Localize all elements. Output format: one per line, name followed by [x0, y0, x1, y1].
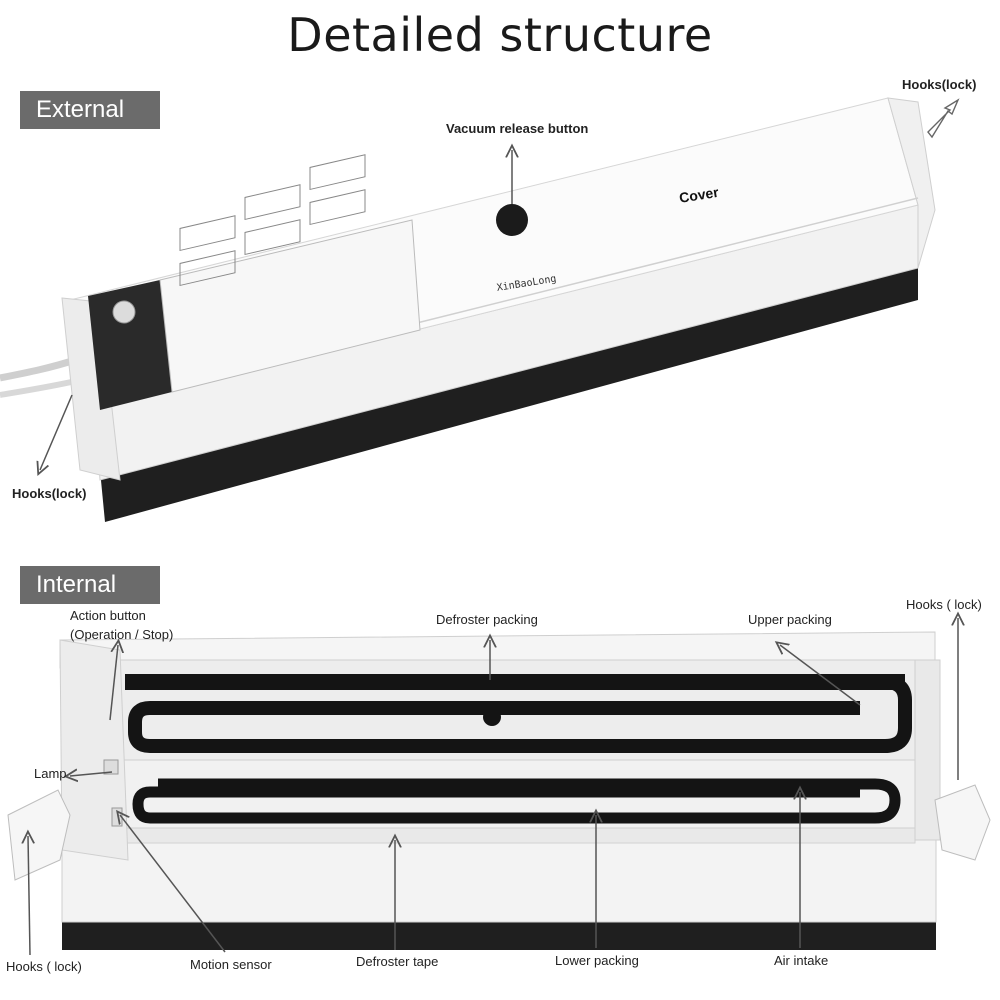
label-lamp: Lamp	[34, 766, 67, 781]
label-hooks-lock-bottom-left: Hooks ( lock)	[6, 959, 82, 974]
label-hooks-lock-right: Hooks ( lock)	[906, 597, 982, 612]
label-defroster-tape: Defroster tape	[356, 954, 439, 969]
section-tag-internal: Internal	[20, 566, 160, 604]
label-hooks-lock-top: Hooks(lock)	[902, 77, 977, 92]
label-hooks-lock-left: Hooks(lock)	[12, 486, 87, 501]
label-motion-sensor: Motion sensor	[190, 957, 272, 972]
label-defroster-packing: Defroster packing	[436, 612, 538, 627]
label-vacuum-release-button: Vacuum release button	[446, 121, 589, 136]
internal-device	[7, 631, 991, 950]
label-lower-packing: Lower packing	[555, 953, 639, 968]
section-tag-external: External	[20, 91, 160, 129]
label-upper-packing: Upper packing	[748, 612, 832, 627]
page-title: Detailed structure	[287, 8, 713, 62]
label-action-button-sub: (Operation / Stop)	[70, 627, 174, 642]
external-device	[0, 97, 936, 522]
label-air-intake: Air intake	[774, 953, 829, 968]
label-action-button: Action button	[70, 608, 146, 623]
